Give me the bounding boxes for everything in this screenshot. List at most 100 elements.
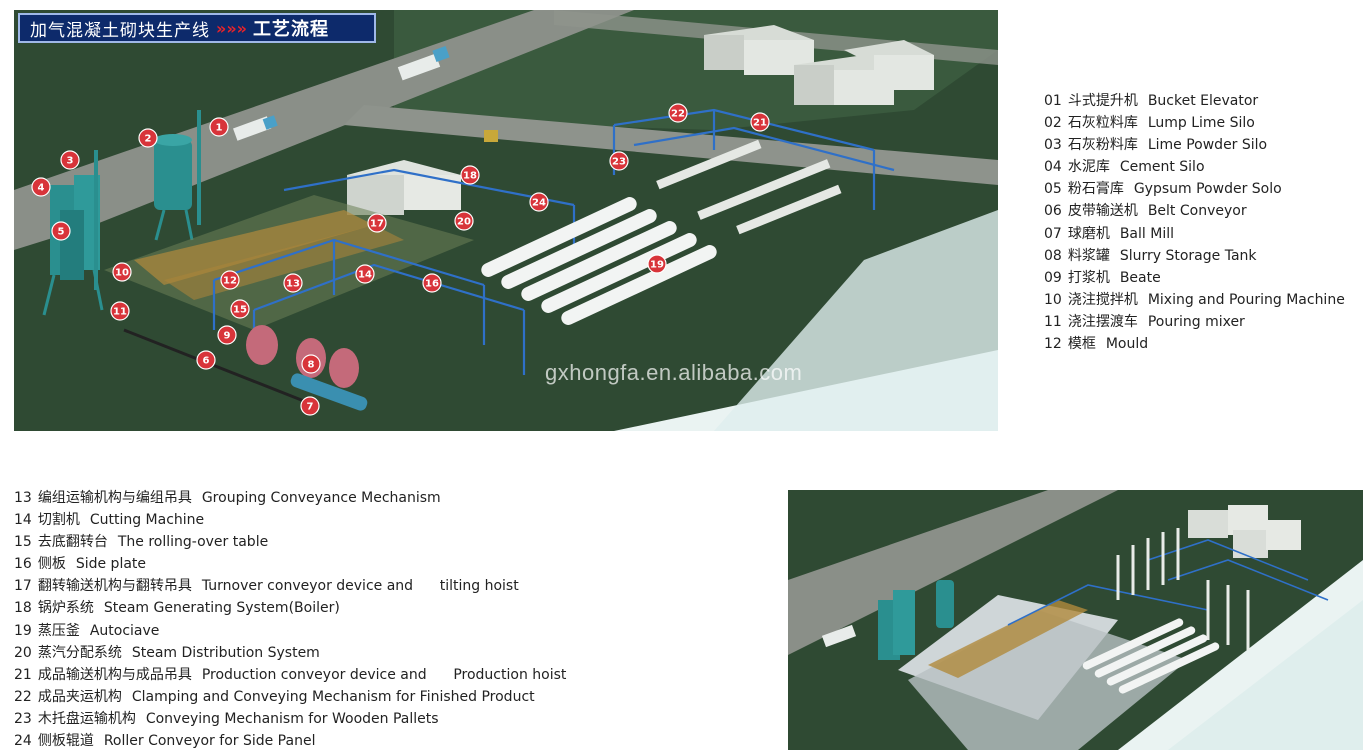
number-marker: 24 — [529, 192, 549, 212]
number-marker-label: 17 — [370, 219, 384, 230]
legend-item-chinese: 侧板 — [37, 556, 66, 573]
legend-item-number: 24 — [14, 733, 32, 750]
title-arrows-icon: »»» — [216, 18, 248, 38]
legend-item-number: 03 — [1044, 137, 1062, 154]
plant-overview-illustration — [788, 490, 1363, 750]
legend-item: 23 木托盘运输机构 Conveying Mechanism for Wooden … — [14, 708, 572, 730]
legend-item-number: 01 — [1044, 93, 1062, 109]
legend-item-english: Roller Conveyor for Side Panel — [103, 733, 316, 750]
legend-item-chinese: 模框 — [1067, 336, 1096, 353]
legend-item-chinese: 蒸压釜 — [37, 622, 80, 639]
legend-item-chinese: 水泥库 — [1067, 159, 1110, 176]
number-marker: 13 — [283, 273, 303, 293]
legend-item-number: 08 — [1044, 247, 1062, 264]
number-marker: 15 — [230, 299, 250, 319]
legend-item-chinese: 成品输送机构与成品吊具 — [37, 666, 192, 683]
legend-item-number: 15 — [14, 534, 32, 551]
legend-item-number: 22 — [14, 688, 32, 705]
legend-item-chinese: 去底翻转台 — [37, 534, 108, 551]
number-marker-label: 7 — [307, 402, 314, 413]
legend-item-english: Ball Mill — [1119, 225, 1174, 242]
number-marker: 11 — [110, 301, 130, 321]
number-marker-label: 2 — [145, 134, 152, 145]
legend-item-english: Turnover conveyor device and tilting hoi… — [201, 578, 519, 595]
plant-overview-svg — [788, 490, 1363, 750]
legend-item-number: 17 — [14, 578, 32, 595]
title-chinese: 加气混凝土砌块生产线 — [30, 20, 210, 41]
number-marker-label: 8 — [308, 360, 315, 371]
number-marker-label: 24 — [532, 198, 546, 209]
legend-item-chinese: 球磨机 — [1067, 225, 1110, 242]
legend-item: 24 侧板辊道 Roller Conveyor for Side Panel — [14, 730, 572, 752]
legend-item-chinese: 成品夹运机构 — [37, 688, 122, 705]
legend-item-number: 23 — [14, 710, 32, 727]
number-marker-label: 12 — [223, 276, 237, 287]
number-marker-label: 6 — [203, 356, 210, 367]
legend-item-chinese: 料浆罐 — [1067, 247, 1110, 264]
number-marker: 12 — [220, 270, 240, 290]
legend-item-english: Belt Conveyor — [1147, 203, 1247, 220]
number-marker-label: 22 — [671, 109, 685, 120]
number-marker: 10 — [112, 262, 132, 282]
legend-item-chinese: 木托盘运输机构 — [37, 710, 136, 727]
legend-item-chinese: 打浆机 — [1067, 269, 1110, 286]
number-marker-label: 1 — [216, 123, 223, 134]
number-marker-label: 20 — [457, 217, 471, 228]
number-marker: 20 — [454, 211, 474, 231]
legend-item-chinese: 石灰粒料库 — [1067, 115, 1138, 132]
legend-item-english: Cement Silo — [1119, 159, 1205, 176]
number-marker-label: 10 — [115, 268, 129, 279]
number-marker-label: 9 — [224, 331, 231, 342]
legend-item-english: The rolling-over table — [117, 534, 269, 551]
legend-item-number: 19 — [14, 622, 32, 639]
autoclaves — [481, 197, 717, 325]
legend-item-english: Production conveyor device and Productio… — [201, 666, 567, 683]
legend-item-english: Autociave — [89, 622, 160, 639]
legend-item-english: Grouping Conveyance Mechanism — [201, 490, 441, 506]
number-marker: 23 — [609, 151, 629, 171]
legend-item-english: Conveying Mechanism for Wooden Pallets — [145, 710, 439, 727]
legend-item-number: 18 — [14, 600, 32, 617]
legend-item-chinese: 浇注搅拌机 — [1067, 291, 1138, 308]
number-marker-label: 5 — [58, 227, 65, 238]
number-marker: 16 — [422, 273, 442, 293]
number-marker: 14 — [355, 264, 375, 284]
legend-item-chinese: 切割机 — [37, 512, 80, 529]
number-marker: 21 — [750, 112, 770, 132]
number-marker-label: 14 — [358, 270, 372, 281]
legend-item-chinese: 侧板辊道 — [37, 733, 94, 750]
number-marker: 7 — [300, 396, 320, 416]
number-marker: 17 — [367, 213, 387, 233]
number-marker-label: 23 — [612, 157, 626, 168]
legend-item-chinese: 翻转输送机构与翻转吊具 — [37, 578, 192, 595]
legend-item-chinese: 编组运输机构与编组吊具 — [37, 490, 192, 506]
warehouse-blocks — [704, 25, 934, 105]
legend-item-english: Beate — [1119, 269, 1161, 286]
legend-item-number: 10 — [1044, 291, 1062, 308]
number-marker-label: 4 — [38, 183, 45, 194]
legend-item-number: 11 — [1044, 313, 1062, 330]
number-marker-label: 11 — [113, 307, 127, 318]
legend-item-english: Mould — [1105, 336, 1149, 353]
legend-item-chinese: 粉石膏库 — [1067, 181, 1124, 198]
legend-item-number: 06 — [1044, 203, 1062, 220]
legend-item-english: Pouring mixer — [1147, 313, 1245, 330]
legend-item-english: Lump Lime Silo — [1147, 115, 1255, 132]
